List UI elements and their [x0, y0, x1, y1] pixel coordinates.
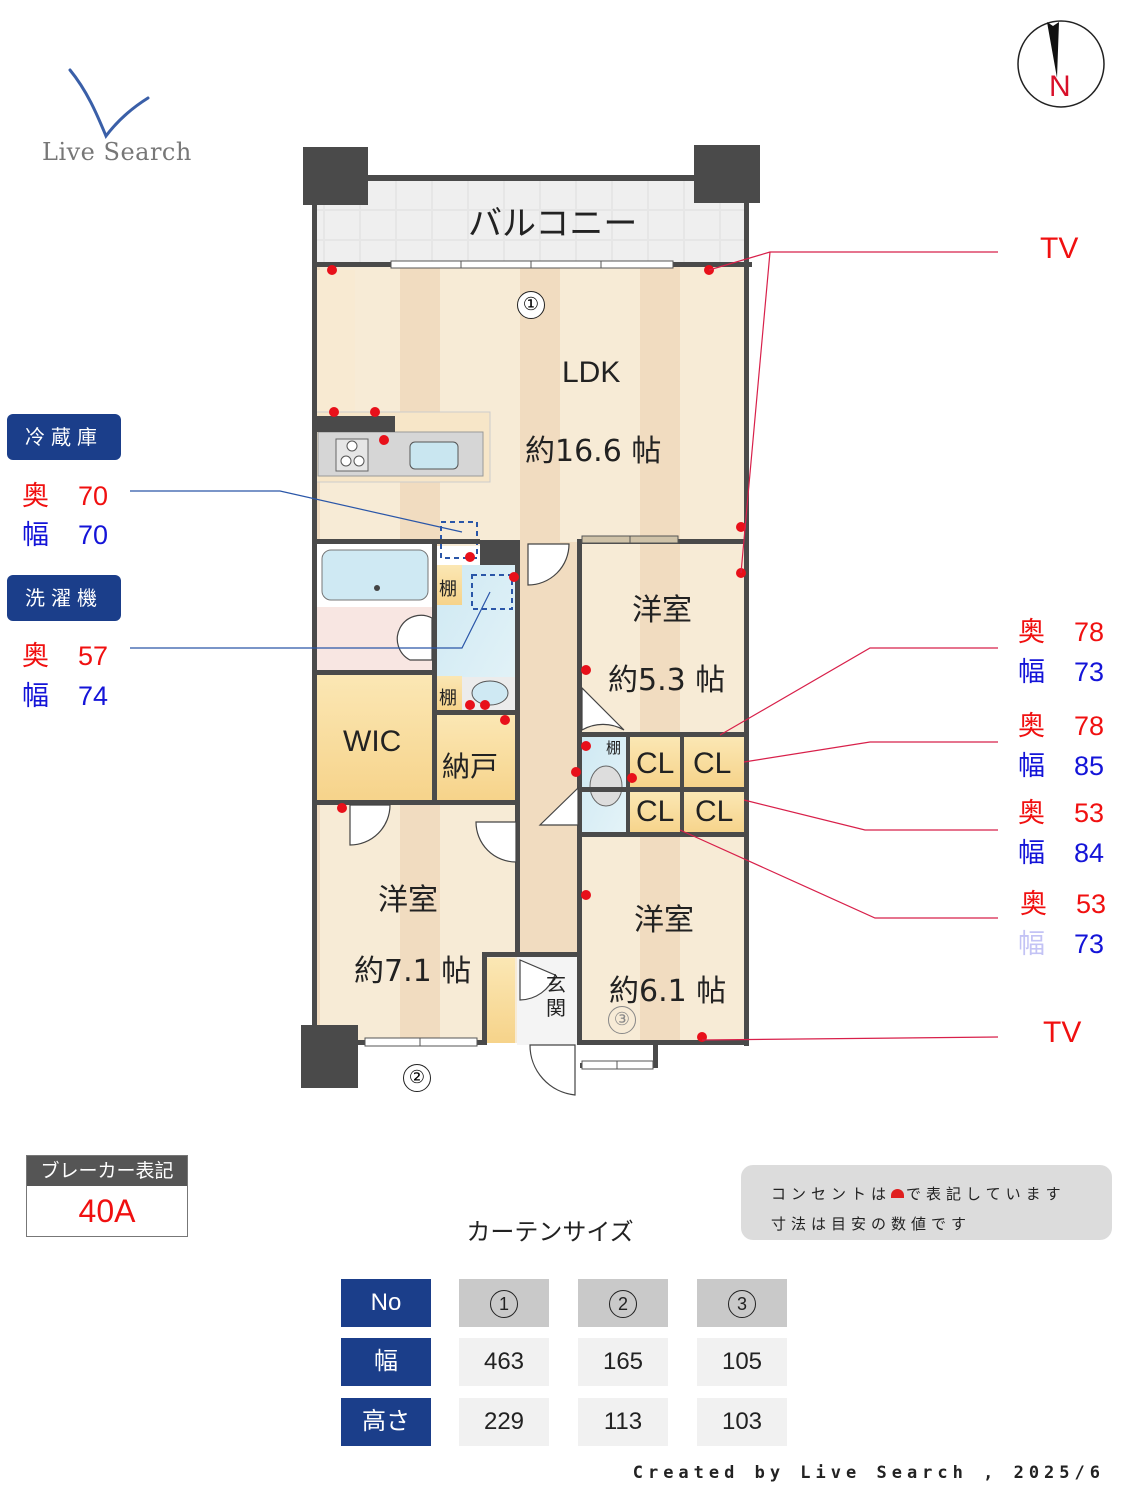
- window-marker-1: ①: [517, 291, 545, 319]
- shelf-label: 棚: [606, 739, 622, 757]
- curtain-header-width: 幅: [341, 1338, 431, 1386]
- window-marker-3: ③: [608, 1006, 636, 1034]
- closet-label: CL: [695, 795, 734, 828]
- window-marker-2: ②: [403, 1064, 431, 1092]
- storage-label: 納戸: [442, 750, 499, 783]
- breaker-box: ブレーカー表記 40A: [26, 1155, 188, 1237]
- curtain-height-1: 229: [459, 1398, 549, 1446]
- curtain-height-2: 113: [578, 1398, 668, 1446]
- curtain-height-3: 103: [697, 1398, 787, 1446]
- tv-label-top: TV: [1040, 232, 1079, 265]
- ldk-name: LDK: [562, 356, 621, 389]
- footer-credit: Created by Live Search , 2025/6: [632, 1463, 1105, 1483]
- ldk-size: 約16.6 帖: [525, 434, 662, 469]
- breaker-title: ブレーカー表記: [27, 1156, 187, 1186]
- wic-label: WIC: [343, 725, 402, 758]
- compass-north-label: N: [1049, 70, 1071, 103]
- compass: N: [1015, 18, 1107, 110]
- room-3-name: 洋室: [634, 903, 694, 938]
- shelf-label: 棚: [439, 579, 457, 600]
- floor-plan: [130, 145, 999, 1096]
- closet-label: CL: [636, 795, 675, 828]
- curtain-header-height: 高さ: [341, 1398, 431, 1446]
- logo-text: Live Search: [42, 138, 192, 166]
- room-2-name: 洋室: [378, 883, 438, 918]
- curtain-width-2: 165: [578, 1338, 668, 1386]
- closet-label: CL: [636, 747, 675, 780]
- notes-box: コンセントはで表記しています 寸法は目安の数値です: [741, 1165, 1112, 1240]
- tv-label-bottom: TV: [1043, 1016, 1082, 1049]
- north-arrow-icon: [1017, 20, 1105, 108]
- outlet-marker-icon: [891, 1188, 905, 1198]
- note-line-2: 寸法は目安の数値です: [771, 1215, 972, 1233]
- pillar: [694, 145, 760, 203]
- note-line-1: コンセントはで表記しています: [771, 1185, 1066, 1203]
- washer-tag: 洗濯機: [7, 575, 121, 621]
- curtain-width-1: 463: [459, 1338, 549, 1386]
- entrance-label: 玄関: [546, 972, 566, 1020]
- room-1-size: 約5.3 帖: [608, 663, 726, 698]
- logo: [60, 62, 160, 142]
- curtain-width-3: 105: [697, 1338, 787, 1386]
- breaker-value: 40A: [78, 1193, 136, 1229]
- curtain-title: カーテンサイズ: [466, 1218, 634, 1246]
- closet-label: CL: [693, 747, 732, 780]
- shelf-label: 棚: [439, 688, 457, 709]
- curtain-header-no: No: [341, 1279, 431, 1327]
- curtain-no-3: 3: [697, 1279, 787, 1327]
- fridge-tag: 冷蔵庫: [7, 414, 121, 460]
- room-2-size: 約7.1 帖: [354, 954, 472, 989]
- room-3-size: 約6.1 帖: [609, 974, 727, 1009]
- curtain-no-2: 2: [578, 1279, 668, 1327]
- logo-mark-icon: [68, 68, 150, 139]
- room-1-name: 洋室: [632, 593, 692, 628]
- curtain-no-1: 1: [459, 1279, 549, 1327]
- balcony-label: バルコニー: [468, 204, 638, 244]
